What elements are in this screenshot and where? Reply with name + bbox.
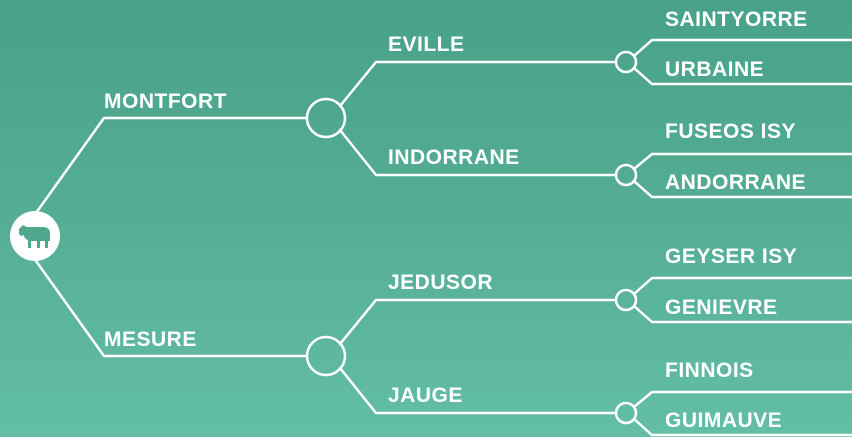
grandsire-label: JEDUSOR bbox=[388, 271, 494, 294]
branch-line bbox=[632, 417, 852, 437]
junction-node bbox=[614, 163, 638, 187]
branch-line bbox=[338, 128, 616, 177]
junction-node bbox=[305, 97, 347, 139]
granddam-label: INDORRANE bbox=[388, 146, 520, 169]
great-grandparent-label: GEYSER ISY bbox=[665, 245, 798, 268]
root-node bbox=[10, 211, 60, 261]
branch-line bbox=[34, 116, 308, 215]
branch-line bbox=[338, 298, 616, 346]
branch-line bbox=[632, 390, 852, 409]
junction-node bbox=[614, 401, 638, 425]
grandsire-label: EVILLE bbox=[388, 33, 465, 56]
great-grandparent-label: GENIEVRE bbox=[665, 296, 778, 319]
great-grandparent-label: SAINTYORRE bbox=[665, 8, 808, 31]
branch-line bbox=[632, 152, 852, 171]
branch-line bbox=[338, 60, 616, 108]
branch-line bbox=[34, 259, 308, 358]
branch-line bbox=[338, 366, 616, 415]
junction-node bbox=[614, 50, 638, 74]
great-grandparent-label: URBAINE bbox=[665, 58, 765, 81]
branch-line bbox=[632, 304, 852, 324]
branch-line bbox=[632, 179, 852, 199]
sire-label: MONTFORT bbox=[104, 90, 227, 113]
great-grandparent-label: GUIMAUVE bbox=[665, 409, 783, 432]
great-grandparent-label: FINNOIS bbox=[665, 359, 754, 382]
junction-node bbox=[614, 288, 638, 312]
granddam-label: JAUGE bbox=[388, 384, 463, 407]
bull-icon bbox=[19, 225, 50, 248]
great-grandparent-label: FUSEOS ISY bbox=[665, 120, 797, 143]
junction-node bbox=[305, 335, 347, 377]
branch-line bbox=[632, 38, 852, 58]
branch-line bbox=[632, 276, 852, 296]
great-grandparent-label: ANDORRANE bbox=[665, 171, 806, 194]
branch-line bbox=[632, 66, 852, 86]
dam-label: MESURE bbox=[104, 328, 197, 351]
